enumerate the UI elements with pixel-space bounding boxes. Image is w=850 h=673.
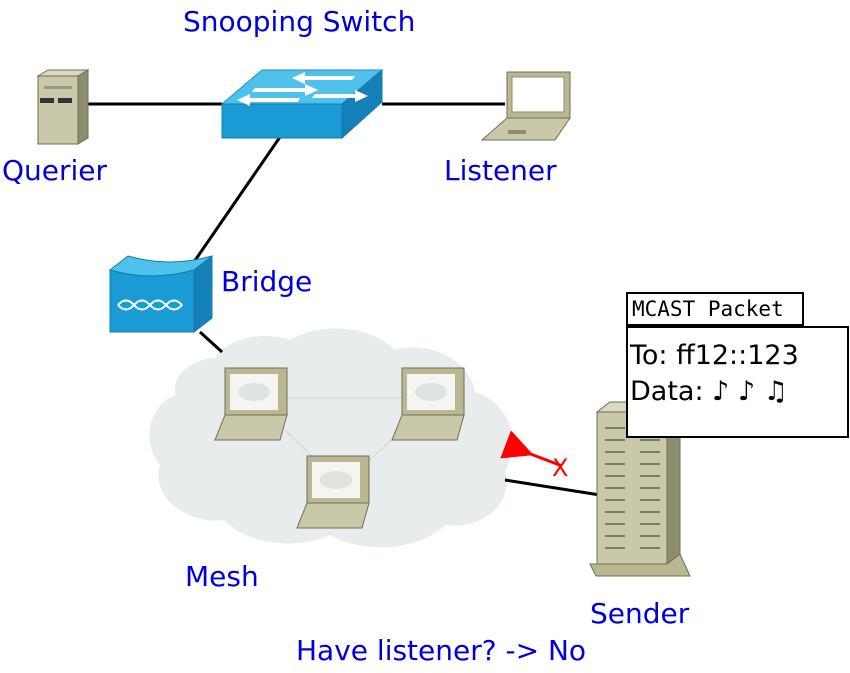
link-switch-bridge	[183, 136, 282, 276]
switch-icon	[220, 68, 384, 140]
mesh-computer-3-icon	[296, 455, 370, 529]
bridge-icon	[108, 254, 213, 334]
sender-label: Sender	[590, 597, 690, 630]
link-mesh-sender	[504, 478, 601, 497]
mesh-computer-1-icon	[214, 367, 288, 441]
packet-tab: MCAST Packet	[626, 292, 804, 326]
link-bridge-mesh	[198, 330, 224, 354]
question-label: Have listener? -> No	[296, 634, 587, 667]
bridge-label: Bridge	[221, 265, 313, 298]
packet-to-line: To: ff12::123	[630, 340, 799, 371]
packet-data-line: Data: ♪ ♪ ♫	[630, 376, 788, 407]
blocked-mark: X	[552, 454, 568, 482]
snooping-switch-label: Snooping Switch	[183, 5, 416, 38]
querier-tower-icon	[36, 69, 90, 145]
listener-laptop-icon	[480, 71, 571, 141]
packet-body: To: ff12::123 Data: ♪ ♪ ♫	[626, 326, 849, 438]
connection-lines	[88, 102, 601, 497]
mesh-computer-2-icon	[391, 367, 465, 441]
listener-label: Listener	[444, 154, 557, 187]
mesh-label: Mesh	[185, 560, 259, 593]
blocked-arrow: X	[500, 430, 568, 482]
querier-label: Querier	[2, 154, 108, 187]
